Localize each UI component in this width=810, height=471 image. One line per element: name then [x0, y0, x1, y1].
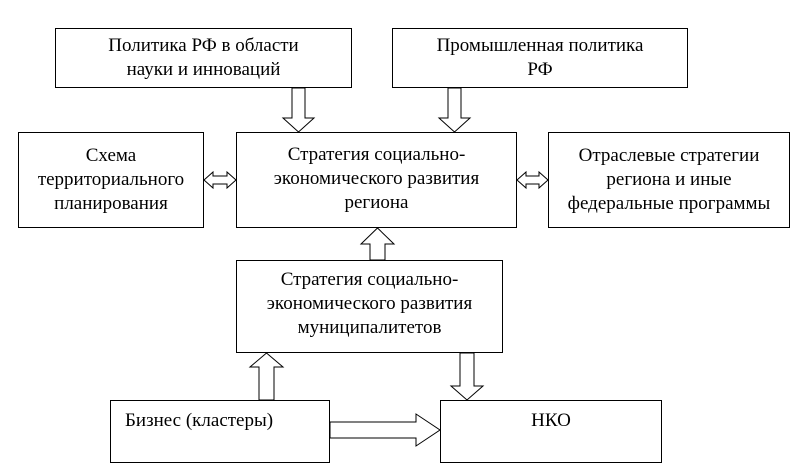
arrow-territory-regional-double — [203, 170, 237, 190]
box-business-text: Бизнес (кластеры) — [125, 410, 274, 431]
box-municipal-strategy: Стратегия социально- экономического разв… — [236, 260, 503, 353]
box-industrial-policy: Промышленная политика РФ — [392, 28, 688, 88]
arrow-municipal-to-nko — [449, 352, 485, 401]
box-regional-strategy-text: Стратегия социально- экономического разв… — [273, 144, 480, 213]
arrow-business-to-nko — [329, 413, 441, 447]
box-nko-text: НКО — [531, 410, 571, 431]
box-sectoral-strategies: Отраслевые стратегии региона и иные феде… — [548, 132, 790, 228]
box-territorial-scheme-text: Схема территориального планирования — [37, 145, 185, 214]
box-industrial-policy-text: Промышленная политика РФ — [436, 35, 644, 80]
box-territorial-scheme: Схема территориального планирования — [18, 132, 204, 228]
box-sectoral-strategies-text: Отраслевые стратегии региона и иные феде… — [567, 145, 771, 214]
arrow-business-to-municipal — [248, 352, 285, 401]
box-nko: НКО — [440, 400, 662, 463]
arrow-regional-sector-double — [516, 170, 549, 190]
arrow-industry-to-regional — [437, 87, 472, 133]
box-regional-strategy: Стратегия социально- экономического разв… — [236, 132, 517, 228]
arrow-science-to-regional — [281, 87, 316, 133]
box-business: Бизнес (кластеры) — [110, 400, 330, 463]
box-municipal-strategy-text: Стратегия социально- экономического разв… — [266, 269, 473, 338]
arrow-municipal-to-regional — [359, 227, 396, 261]
box-science-policy-text: Политика РФ в области науки и инноваций — [108, 35, 299, 80]
box-science-policy: Политика РФ в области науки и инноваций — [55, 28, 352, 88]
